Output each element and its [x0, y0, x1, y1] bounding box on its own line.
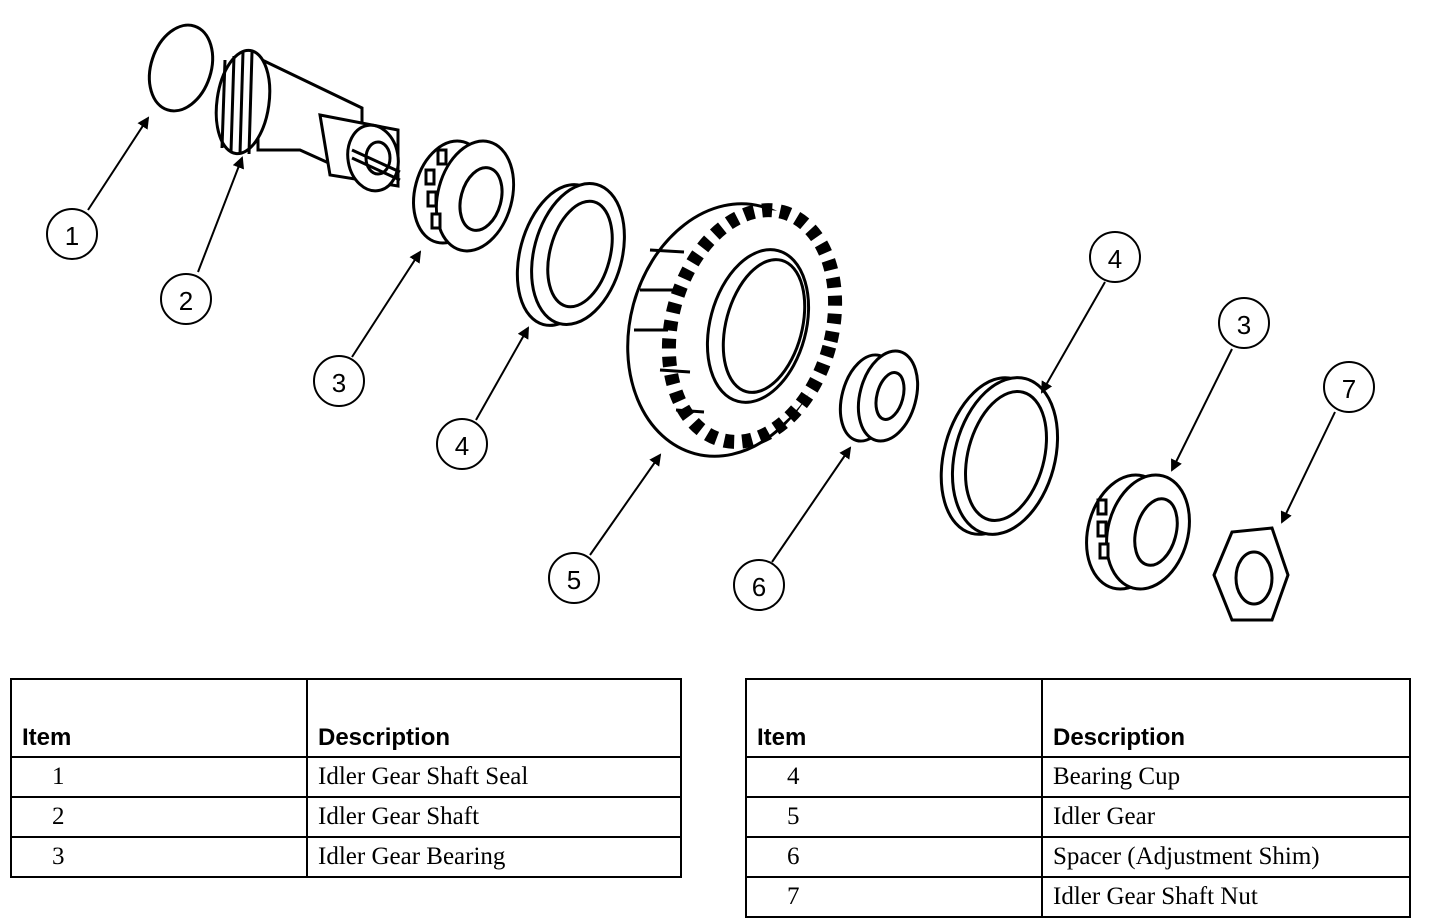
- table-row: 3 Idler Gear Bearing: [10, 836, 682, 878]
- callout-2-label: 2: [179, 286, 193, 316]
- leader-line-1: [87, 116, 150, 211]
- callout-4b: 4: [1089, 231, 1141, 283]
- callout-5: 5: [548, 552, 600, 604]
- item-number: 6: [745, 836, 1043, 878]
- idler-gear-part: [626, 202, 843, 458]
- leader-line-2: [197, 156, 244, 273]
- bearing-cup-part: [515, 182, 626, 327]
- leader-line-4a: [475, 326, 529, 421]
- item-number: 5: [745, 796, 1043, 838]
- table-header-row: Item Description: [745, 678, 1411, 758]
- leader-line-7: [1280, 411, 1336, 524]
- leader-line-4b: [1041, 281, 1106, 394]
- column-header-description: Description: [1041, 678, 1411, 758]
- callout-7-label: 7: [1342, 374, 1356, 404]
- item-description: Idler Gear Shaft: [306, 796, 682, 838]
- callout-5-label: 5: [567, 565, 581, 595]
- shaft-seal-part: [147, 23, 215, 113]
- leader-lines: [87, 116, 1336, 563]
- column-header-description: Description: [306, 678, 682, 758]
- column-header-item: Item: [745, 678, 1043, 758]
- idler-gear-shaft-part: [214, 48, 401, 193]
- parts-table-right: Item Description 4 Bearing Cup 5 Idler G…: [745, 678, 1411, 918]
- item-description: Idler Gear Shaft Seal: [306, 756, 682, 798]
- idler-gear-bearing-part: [412, 139, 516, 253]
- idler-gear-shaft-nut-part: [1212, 526, 1290, 622]
- callout-3a-label: 3: [332, 368, 346, 398]
- callout-6-label: 6: [752, 572, 766, 602]
- callout-3b: 3: [1218, 297, 1270, 349]
- item-description: Idler Gear: [1041, 796, 1411, 838]
- item-description: Bearing Cup: [1041, 756, 1411, 798]
- table-header-row: Item Description: [10, 678, 682, 758]
- item-number: 2: [10, 796, 308, 838]
- callout-1: 1: [46, 208, 98, 260]
- item-description: Idler Gear Shaft Nut: [1041, 876, 1411, 918]
- table-row: 2 Idler Gear Shaft: [10, 796, 682, 838]
- spacer-part: [838, 349, 920, 443]
- parts-table-left: Item Description 1 Idler Gear Shaft Seal…: [10, 678, 682, 878]
- callout-4b-label: 4: [1108, 244, 1122, 274]
- item-description: Spacer (Adjustment Shim): [1041, 836, 1411, 878]
- column-header-item: Item: [10, 678, 308, 758]
- leader-line-5: [589, 453, 662, 556]
- callout-2: 2: [160, 273, 212, 325]
- callout-4a-label: 4: [455, 431, 469, 461]
- leader-line-6: [771, 446, 852, 563]
- item-number: 4: [745, 756, 1043, 798]
- callout-4a: 4: [436, 418, 488, 470]
- bearing-cup-part-right: [939, 376, 1060, 536]
- table-row: 6 Spacer (Adjustment Shim): [745, 836, 1411, 878]
- callout-3b-label: 3: [1237, 310, 1251, 340]
- table-row: 5 Idler Gear: [745, 796, 1411, 838]
- item-description: Idler Gear Bearing: [306, 836, 682, 878]
- callout-7: 7: [1323, 361, 1375, 413]
- item-number: 1: [10, 756, 308, 798]
- table-row: 4 Bearing Cup: [745, 756, 1411, 798]
- table-row: 7 Idler Gear Shaft Nut: [745, 876, 1411, 918]
- item-number: 7: [745, 876, 1043, 918]
- leader-line-3b: [1171, 348, 1233, 472]
- callout-1-label: 1: [65, 221, 79, 251]
- idler-gear-bearing-part-right: [1085, 473, 1191, 591]
- table-row: 1 Idler Gear Shaft Seal: [10, 756, 682, 798]
- callout-3a: 3: [313, 355, 365, 407]
- exploded-view-diagram: 1 2 3 4 5 6 4 3 7: [46, 23, 1375, 622]
- leader-line-3a: [351, 250, 422, 358]
- callout-6: 6: [733, 559, 785, 611]
- item-number: 3: [10, 836, 308, 878]
